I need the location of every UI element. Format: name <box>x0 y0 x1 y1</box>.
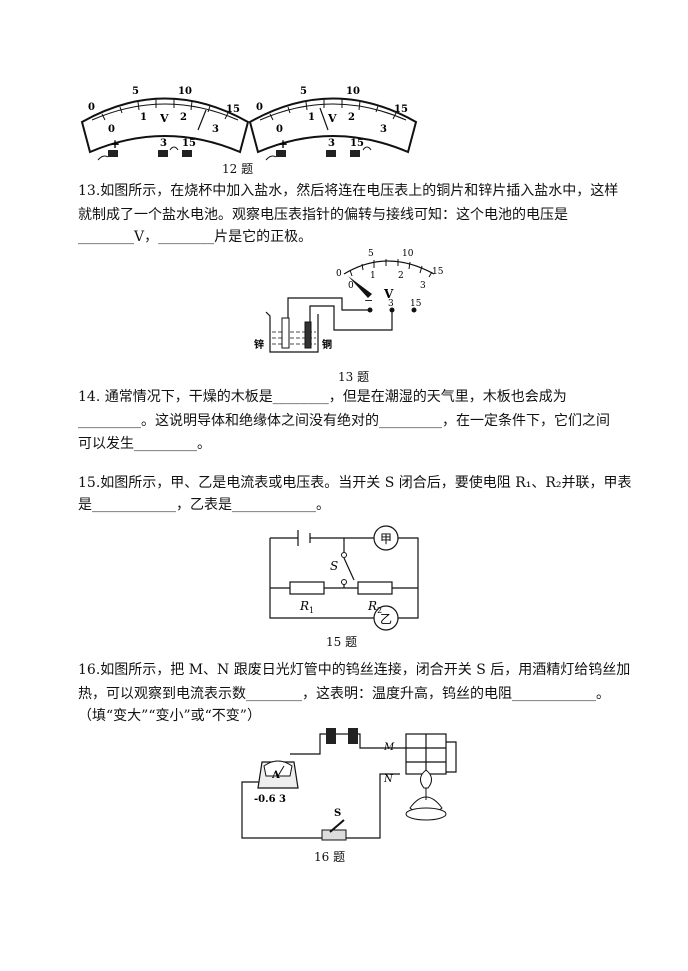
r2-label: R2 <box>367 599 382 615</box>
copper-label: 铜 <box>322 338 332 351</box>
q16-figure: A -0.6 3 S M N <box>241 728 457 841</box>
meter-jia <box>373 525 399 551</box>
q13-voltmeter: 0 5 10 15 0 1 2 3 V − 3 15 <box>336 249 444 313</box>
scale-bottom-3: 3 <box>380 124 387 135</box>
terminal-15: 15 <box>410 299 422 309</box>
electrode-right <box>348 728 358 744</box>
q16-caption: 16 题 <box>314 850 346 864</box>
q15-figure: 甲 乙 S R1 R2 <box>269 525 419 631</box>
scale-top-15: 15 <box>394 104 408 115</box>
terminal-minus: − <box>364 294 373 307</box>
q13-line-3: ________V，________片是它的正极。 <box>78 229 313 245</box>
scale-bottom-3: 3 <box>420 281 426 291</box>
scale-top-15: 15 <box>432 267 444 277</box>
q12-voltmeter-right: 0 5 10 15 0 1 V 2 3 + 3 15 <box>248 86 418 161</box>
scale-bottom-0: 0 <box>348 281 354 291</box>
scale-top-10: 10 <box>402 249 414 259</box>
terminal-plus: + <box>110 137 120 151</box>
scale-top-0: 0 <box>256 102 263 113</box>
scale-bottom-1: 1 <box>140 112 147 123</box>
switch-s: S <box>321 808 347 841</box>
scale-top-5: 5 <box>132 86 139 97</box>
scale-bottom-0: 0 <box>276 124 283 135</box>
scale-top-10: 10 <box>178 86 192 97</box>
q16-line-2: 热，可以观察到电流表示数________，这表明：温度升高，钨丝的电阻_____… <box>78 686 610 702</box>
scale-bottom-2: 2 <box>398 271 404 281</box>
label-m: M <box>383 742 395 753</box>
scale-top-15: 15 <box>226 104 240 115</box>
meter-unit: V <box>159 112 169 125</box>
meter-needle <box>348 276 372 298</box>
meter-needle <box>319 107 329 131</box>
resistor-r2 <box>357 581 393 595</box>
copper-plate <box>304 321 312 349</box>
scale-bottom-3: 3 <box>212 124 219 135</box>
ammeter: A -0.6 3 <box>254 760 299 805</box>
q12-voltmeter-left: 0 5 10 15 0 1 V 2 3 + 3 15 <box>80 86 250 161</box>
zinc-plate <box>281 317 290 349</box>
zinc-label: 锌 <box>254 338 264 351</box>
switch-label: S <box>330 559 338 573</box>
terminal-15: 15 <box>182 138 196 149</box>
scale-bottom-1: 1 <box>308 112 315 123</box>
q13-line-1: 13.如图所示，在烧杯中加入盐水，然后将连在电压表上的铜片和锌片插入盐水中，这样 <box>78 183 619 199</box>
alcohol-lamp <box>405 769 447 821</box>
q14-line-1: 14. 通常情况下，干燥的木板是________，但是在潮湿的天气里，木板也会成… <box>78 389 567 405</box>
q13-line-2: 就制成了一个盐水电池。观察电压表指针的偏转与接线可知：这个电池的电压是 <box>78 207 568 223</box>
q12-figure: 0 5 10 15 0 1 V 2 3 + 3 15 0 5 10 15 0 1… <box>80 86 418 161</box>
scale-top-0: 0 <box>336 269 342 279</box>
beaker <box>265 311 319 353</box>
resistor-r1 <box>289 581 325 595</box>
label-n: N <box>383 774 394 785</box>
terminal-3: 3 <box>388 299 394 309</box>
tungsten-coil <box>405 733 457 775</box>
q15-line-1: 15.如图所示，甲、乙是电流表或电压表。当开关 S 闭合后，要使电阻 R₁、R₂… <box>78 475 632 491</box>
r2-symbol: R <box>367 599 377 613</box>
meter-unit: V <box>327 112 337 125</box>
q13-figure: 0 5 10 15 0 1 2 3 V − 3 15 锌 铜 <box>254 249 444 353</box>
q12-caption: 12 题 <box>222 162 254 176</box>
r2-subscript: 2 <box>377 606 382 615</box>
q15-caption: 15 题 <box>326 635 358 649</box>
meter-yi-label: 乙 <box>380 612 392 626</box>
meter-unit: V <box>383 287 394 301</box>
scale-top-5: 5 <box>300 86 307 97</box>
scale-top-5: 5 <box>368 249 374 259</box>
switch-label: S <box>334 808 341 819</box>
scale-bottom-0: 0 <box>108 124 115 135</box>
r1-subscript: 1 <box>309 606 314 615</box>
terminal-plus: + <box>278 137 288 151</box>
scale-top-10: 10 <box>346 86 360 97</box>
meter-yi <box>373 605 399 631</box>
terminal-3: 3 <box>160 138 167 149</box>
scale-bottom-2: 2 <box>348 112 355 123</box>
q15-line-2: 是____________，乙表是____________。 <box>78 497 330 513</box>
ammeter-label: A <box>271 770 280 781</box>
scale-top-0: 0 <box>88 102 95 113</box>
q13-caption: 13 题 <box>338 370 370 384</box>
ammeter-terminals: -0.6 3 <box>254 794 286 805</box>
q16-line-1: 16.如图所示，把 M、N 跟废日光灯管中的钨丝连接，闭合开关 S 后，用酒精灯… <box>78 662 631 678</box>
q14-line-3: 可以发生_________。 <box>78 436 211 452</box>
terminal-3: 3 <box>328 138 335 149</box>
meter-needle <box>197 109 207 131</box>
r1-symbol: R <box>299 599 309 613</box>
r1-label: R1 <box>299 599 314 615</box>
terminal-15: 15 <box>350 138 364 149</box>
q16-line-3: （填“变大”“变小”或“不变”） <box>78 708 261 724</box>
scale-bottom-2: 2 <box>180 112 187 123</box>
meter-jia-label: 甲 <box>380 532 392 546</box>
scale-bottom-1: 1 <box>370 271 376 281</box>
q14-line-2: _________。这说明导体和绝缘体之间没有绝对的_________，在一定条… <box>78 413 610 429</box>
electrode-left <box>326 728 336 744</box>
